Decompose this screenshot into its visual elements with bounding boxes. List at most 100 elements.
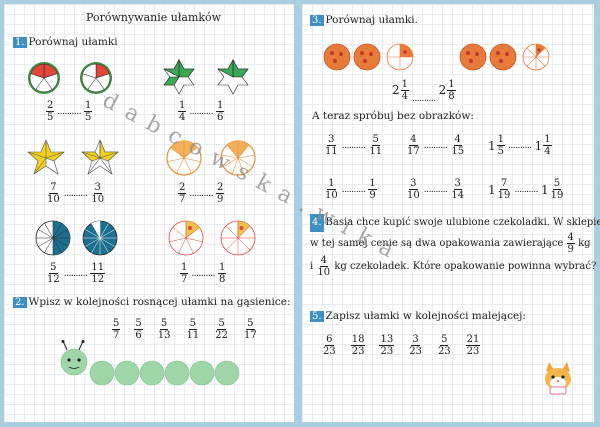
cat-icon — [545, 362, 571, 395]
section-number: 4. — [310, 214, 324, 232]
section-number: 1. — [13, 37, 27, 48]
section-1-header: 1.Porównaj ułamki — [13, 36, 118, 48]
answer-blank[interactable]: .......... — [57, 106, 81, 117]
answer-blank[interactable]: .......... — [191, 268, 215, 279]
pizza-icon — [459, 43, 550, 71]
pie-icon — [35, 220, 118, 256]
pie-icon — [166, 140, 256, 176]
instruction: A teraz spróbuj bez obrazków: — [312, 110, 474, 122]
task-text: i — [310, 261, 314, 272]
pizza-icon — [323, 43, 414, 71]
section-title: Porównaj ułamki. — [325, 14, 418, 26]
task-text: w tej samej cenie są dwa opakowania zawi… — [310, 238, 564, 249]
answer-blank[interactable]: .......... — [423, 184, 448, 195]
watermelon-icon — [28, 62, 112, 94]
answer-blank[interactable]: .......... — [508, 140, 532, 151]
pizza-icon — [168, 220, 256, 256]
page-title: Porównywanie ułamków — [86, 11, 222, 24]
caterpillar-icon — [60, 340, 240, 386]
section-2-header: 2.Wpisz w kolejności rosnącej ułamki na … — [13, 296, 291, 308]
star-icon — [163, 58, 249, 95]
star-icon — [27, 139, 119, 175]
section-title: Porównaj ułamki — [28, 36, 118, 48]
unit-label: kg — [578, 238, 591, 249]
section-number: 5. — [310, 311, 324, 322]
answer-blank[interactable]: .......... — [341, 140, 366, 151]
answer-blank[interactable]: .......... — [423, 140, 448, 151]
answer-blank[interactable]: .......... — [63, 188, 88, 199]
section-number: 2. — [13, 297, 27, 308]
task-text: kg czekoladek. Które opakowanie powinna … — [334, 261, 597, 272]
answer-blank[interactable]: .......... — [63, 268, 88, 279]
section-4-text: 4.Basia chce kupić swoje ulubione czekol… — [310, 214, 600, 278]
answer-blank[interactable]: .......... — [189, 188, 213, 199]
section-3-header: 3.Porównaj ułamki. — [310, 14, 418, 26]
section-title: Wpisz w kolejności rosnącej ułamki na gą… — [28, 296, 291, 308]
answer-blank[interactable]: .......... — [341, 184, 366, 195]
answer-blank[interactable]: .......... — [514, 184, 538, 195]
answer-blank[interactable]: .......... — [189, 106, 213, 117]
task-text: Basia chce kupić swoje ulubione czekolad… — [325, 217, 600, 228]
left-page: Porównywanie ułamków 1.Porównaj ułamki — [4, 4, 294, 422]
section-5-header: 5.Zapisz ułamki w kolejności malejącej: — [310, 310, 526, 322]
section-number: 3. — [310, 15, 324, 26]
answer-blank[interactable]: .......... — [412, 94, 436, 104]
